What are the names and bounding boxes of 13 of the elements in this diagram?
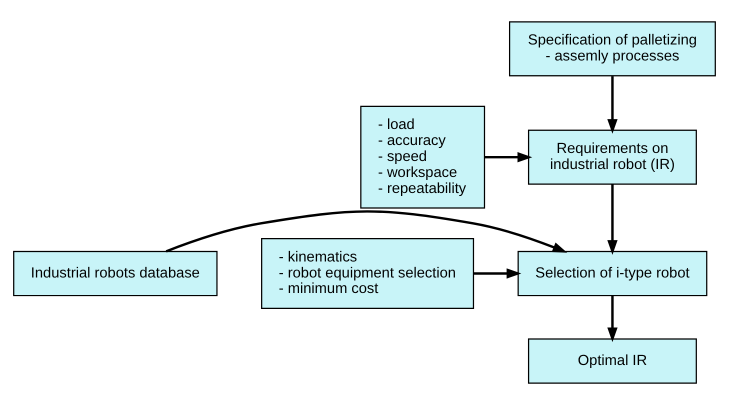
arrow [607,184,618,255]
node-box: Industrial robots database [13,250,218,296]
node-box: Selection of i-type robot [518,250,708,296]
node-box: Requirements on industrial robot (IR) [528,130,697,185]
arrow [607,76,618,134]
node-box: Specification of palletizing - assemly processes [508,21,716,76]
arrow [484,152,532,162]
node-box: Optimal IR [528,338,697,384]
arrow [607,296,618,342]
arrow [166,210,568,253]
node-box: - load - accuracy - speed - workspace - repeatability [360,106,486,209]
node-box: - kinematics - robot equipment selection - minimum cost [261,238,474,310]
arrow [474,268,522,279]
